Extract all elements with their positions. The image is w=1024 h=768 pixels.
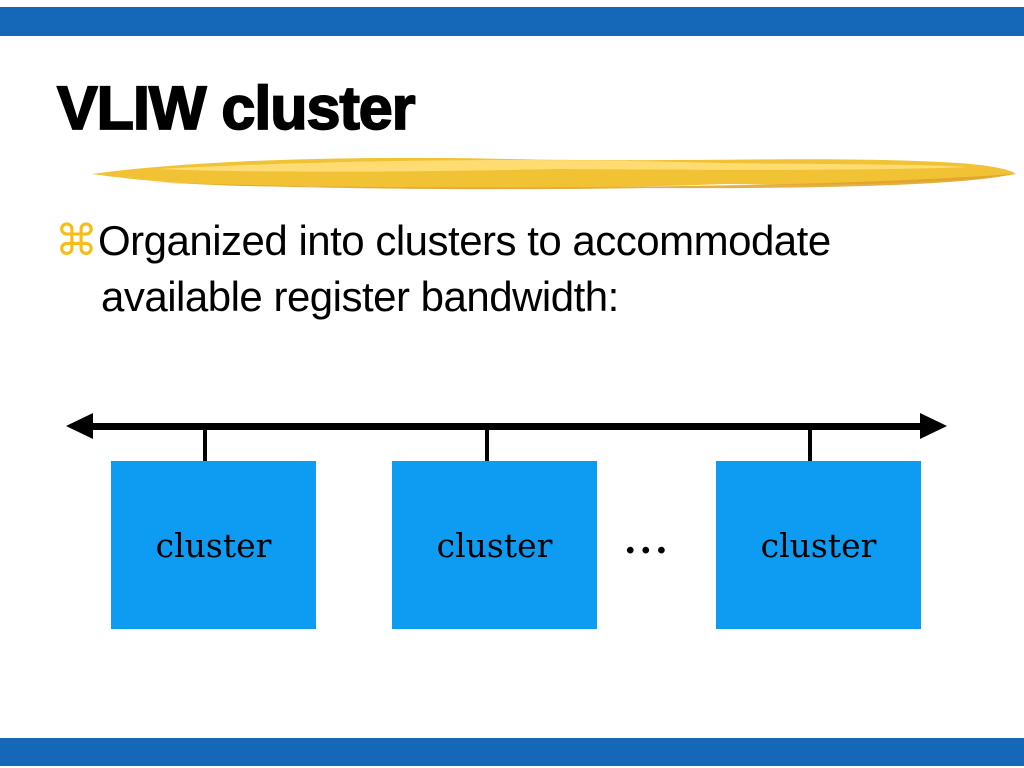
cluster-box: cluster	[716, 461, 921, 629]
bottom-border-bar	[0, 738, 1024, 766]
connector-line	[203, 429, 207, 462]
command-bullet-icon: ⌘	[55, 216, 98, 266]
cluster-box-label: cluster	[436, 525, 553, 565]
cluster-box: cluster	[392, 461, 597, 629]
brush-underline-graphic	[92, 157, 1016, 190]
arrow-right-head-icon	[920, 413, 947, 439]
bus-arrow-line	[78, 423, 934, 430]
ellipsis-text: ...	[624, 520, 671, 562]
connector-line	[485, 429, 489, 462]
bullet-text: Organized into clusters to accommodate a…	[98, 217, 831, 321]
slide-title: VLIW cluster	[56, 74, 416, 142]
connector-line	[808, 429, 812, 462]
cluster-box-label: cluster	[760, 525, 877, 565]
arrow-left-head-icon	[66, 413, 93, 439]
cluster-box-label: cluster	[155, 525, 272, 565]
bullet-item: ⌘Organized into clusters to accommodate …	[55, 213, 986, 324]
cluster-box: cluster	[111, 461, 316, 629]
top-border-bar	[0, 7, 1024, 36]
